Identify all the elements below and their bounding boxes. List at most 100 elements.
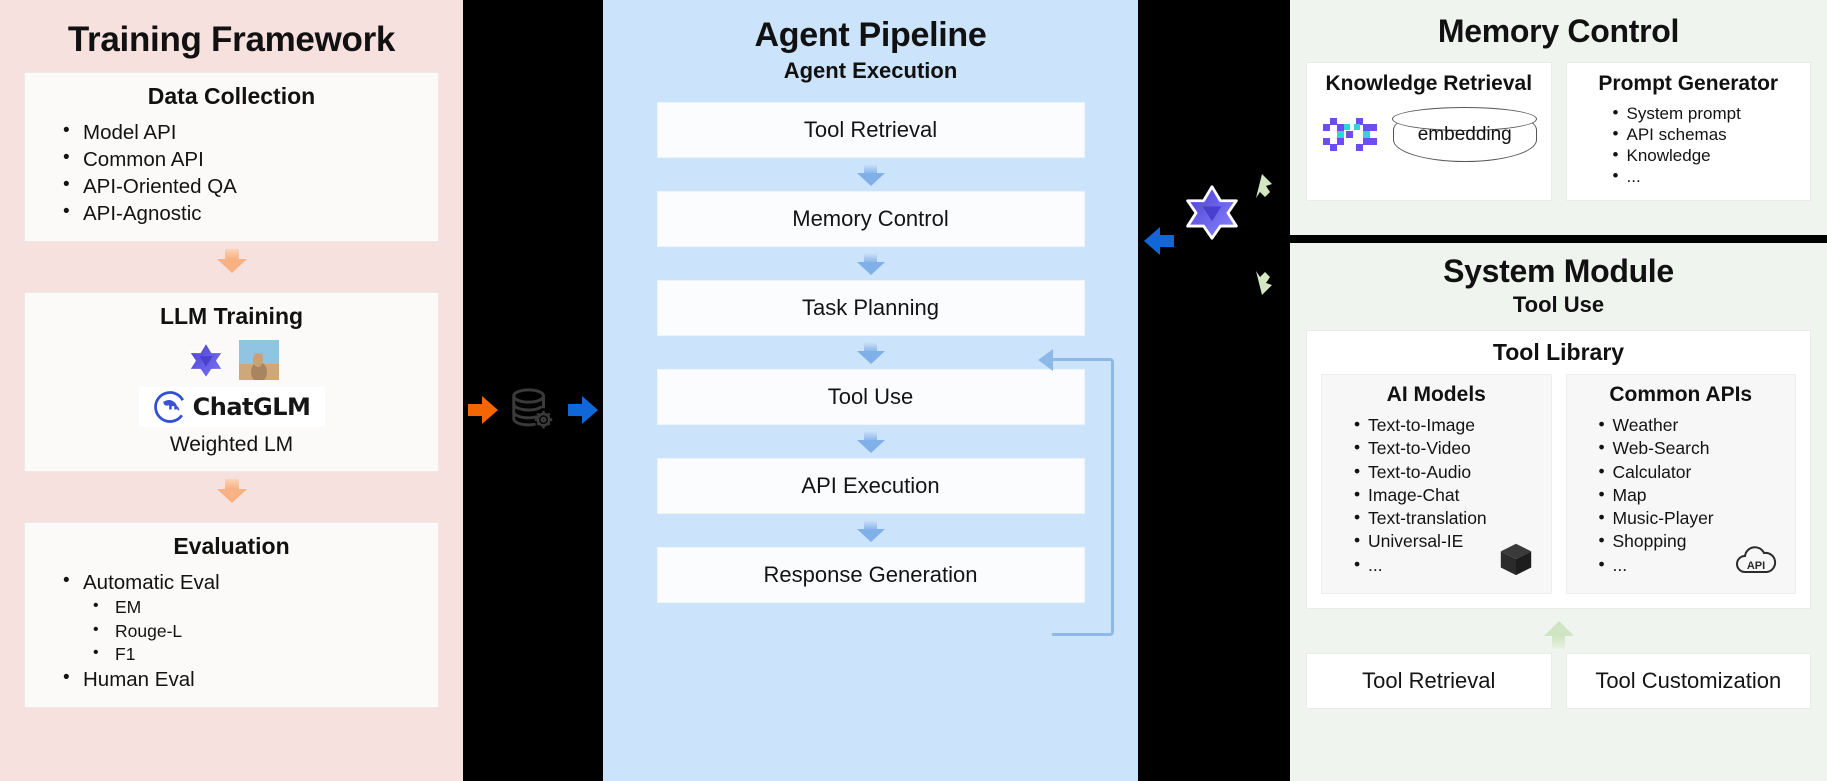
list-item: Universal-IE xyxy=(1354,529,1543,553)
list-item: API-Agnostic xyxy=(37,199,426,227)
list-item: F1 xyxy=(37,642,426,666)
data-collection-card: Data Collection Model API Common API API… xyxy=(24,72,439,243)
list-item: API schemas xyxy=(1613,124,1801,146)
list-item: Common API xyxy=(37,145,426,173)
data-collection-title: Data Collection xyxy=(147,83,316,109)
ai-models-list: Text-to-Image Text-to-Video Text-to-Audi… xyxy=(1330,413,1543,577)
orange-right-arrow-icon xyxy=(468,396,498,424)
embedding-cylinder: embedding xyxy=(1392,107,1538,162)
llm-logo-row xyxy=(37,339,426,381)
agent-pipeline-title: Agent Pipeline xyxy=(754,16,987,54)
arrow-down-icon xyxy=(623,247,1118,280)
training-framework-title: Training Framework xyxy=(67,20,396,59)
list-item: Shopping xyxy=(1599,529,1788,553)
list-item: Calculator xyxy=(1599,460,1788,484)
tool-library-columns: AI Models Text-to-Image Text-to-Video Te… xyxy=(1321,374,1796,594)
list-item: System prompt xyxy=(1613,103,1801,125)
system-module-title: System Module xyxy=(1443,253,1674,289)
pipeline-step-response-generation[interactable]: Response Generation xyxy=(656,547,1085,603)
pipeline-step-api-execution[interactable]: API Execution xyxy=(656,458,1085,514)
tool-retrieval-box[interactable]: Tool Retrieval xyxy=(1306,653,1552,709)
memory-control-panel: Memory Control Knowledge Retrieval xyxy=(1290,0,1827,235)
arrow-down-icon xyxy=(623,514,1118,547)
feedback-loop-arrow xyxy=(1038,349,1114,636)
database-gear-icon xyxy=(512,388,553,429)
left-connector-region xyxy=(463,0,603,781)
memory-control-title: Memory Control xyxy=(1437,13,1680,49)
blue-right-arrow-icon xyxy=(568,396,598,424)
knowledge-retrieval-title: Knowledge Retrieval xyxy=(1325,72,1533,95)
arrow-up-icon xyxy=(1306,621,1811,649)
chatglm-logo: ChatGLM xyxy=(138,387,325,428)
list-item: ... xyxy=(1613,166,1801,188)
data-collection-list: Model API Common API API-Oriented QA API… xyxy=(37,118,426,227)
list-item: Text-to-Image xyxy=(1354,413,1543,437)
evaluation-title: Evaluation xyxy=(173,533,290,560)
list-item: Automatic Eval xyxy=(37,568,426,596)
list-item: Weather xyxy=(1599,413,1788,437)
common-apis-title: Common APIs xyxy=(1609,383,1753,406)
list-item: API-Oriented QA xyxy=(37,172,426,200)
list-item: Human Eval xyxy=(37,665,426,693)
embedding-label: embedding xyxy=(1417,124,1512,145)
arrow-down-icon xyxy=(623,425,1118,458)
prompt-generator-card: Prompt Generator System prompt API schem… xyxy=(1565,62,1811,201)
evaluation-card: Evaluation Automatic Eval EM Rouge-L F1 … xyxy=(24,522,439,709)
data-flow-connector xyxy=(463,382,603,438)
cube-icon xyxy=(1497,540,1535,583)
arrow-down-icon xyxy=(623,336,1118,369)
list-item: ... xyxy=(1599,553,1788,577)
knowledge-retrieval-card: Knowledge Retrieval xyxy=(1306,62,1552,201)
arrow-down-icon xyxy=(623,158,1118,191)
blue-left-arrow-icon xyxy=(1144,227,1174,255)
list-item: Music-Player xyxy=(1599,506,1788,530)
llm-training-title: LLM Training xyxy=(159,303,304,330)
system-module-subtitle: Tool Use xyxy=(1512,292,1605,317)
list-item: Text-translation xyxy=(1354,506,1543,530)
agentlm-star-icon xyxy=(187,341,224,380)
agent-pipeline-panel: Agent Pipeline Agent Execution Tool Retr… xyxy=(603,0,1138,781)
right-connector-region xyxy=(1138,0,1290,781)
llm-training-card: LLM Training xyxy=(24,292,439,473)
arrow-down-icon xyxy=(24,242,439,280)
green-arrow-lower-icon xyxy=(1240,265,1274,299)
list-item: Map xyxy=(1599,483,1788,507)
list-item: ... xyxy=(1354,553,1543,577)
evaluation-list: Automatic Eval EM Rouge-L F1 Human Eval xyxy=(37,568,426,693)
list-item: Web-Search xyxy=(1599,436,1788,460)
pipeline-step-task-planning[interactable]: Task Planning xyxy=(656,280,1085,336)
system-module-panel: System Module Tool Use Tool Library AI M… xyxy=(1290,243,1827,781)
prompt-generator-list: System prompt API schemas Knowledge ... xyxy=(1577,103,1801,188)
list-item: Image-Chat xyxy=(1354,483,1543,507)
common-apis-card: Common APIs Weather Web-Search Calculato… xyxy=(1565,374,1796,594)
ai-models-title: AI Models xyxy=(1386,383,1486,406)
arrow-down-icon xyxy=(24,472,439,510)
list-item: EM xyxy=(37,595,426,619)
llama-photo-icon xyxy=(238,340,279,381)
svg-text:API: API xyxy=(1747,560,1765,572)
training-framework-panel: Training Framework Data Collection Model… xyxy=(0,0,463,781)
list-item: Text-to-Video xyxy=(1354,436,1543,460)
chatglm-wordmark: ChatGLM xyxy=(192,393,311,422)
pipeline-step-tool-use[interactable]: Tool Use xyxy=(656,369,1085,425)
vector-db-pixel-icon xyxy=(1322,118,1377,151)
pipeline-step-memory-control[interactable]: Memory Control xyxy=(656,191,1085,247)
knowledge-retrieval-body: embedding xyxy=(1317,107,1541,162)
weighted-lm-caption: Weighted LM xyxy=(169,433,294,457)
prompt-generator-title: Prompt Generator xyxy=(1598,72,1779,95)
green-arrow-upper-icon xyxy=(1240,170,1274,204)
chatglm-elephant-icon xyxy=(153,391,186,423)
tool-library-title: Tool Library xyxy=(1492,339,1625,365)
tool-library-card: Tool Library AI Models Text-to-Image Tex… xyxy=(1306,330,1811,609)
tool-customization-box[interactable]: Tool Customization xyxy=(1565,653,1811,709)
agentlm-star-logo xyxy=(1182,182,1242,247)
agent-pipeline-subtitle: Agent Execution xyxy=(783,58,958,83)
api-cloud-icon: API xyxy=(1733,544,1779,583)
list-item: Model API xyxy=(37,118,426,146)
memory-control-cards: Knowledge Retrieval xyxy=(1306,62,1811,201)
common-apis-list: Weather Web-Search Calculator Map Music-… xyxy=(1575,413,1788,577)
pipeline-step-tool-retrieval[interactable]: Tool Retrieval xyxy=(656,102,1085,158)
list-item: Rouge-L xyxy=(37,618,426,643)
list-item: Text-to-Audio xyxy=(1354,460,1543,484)
